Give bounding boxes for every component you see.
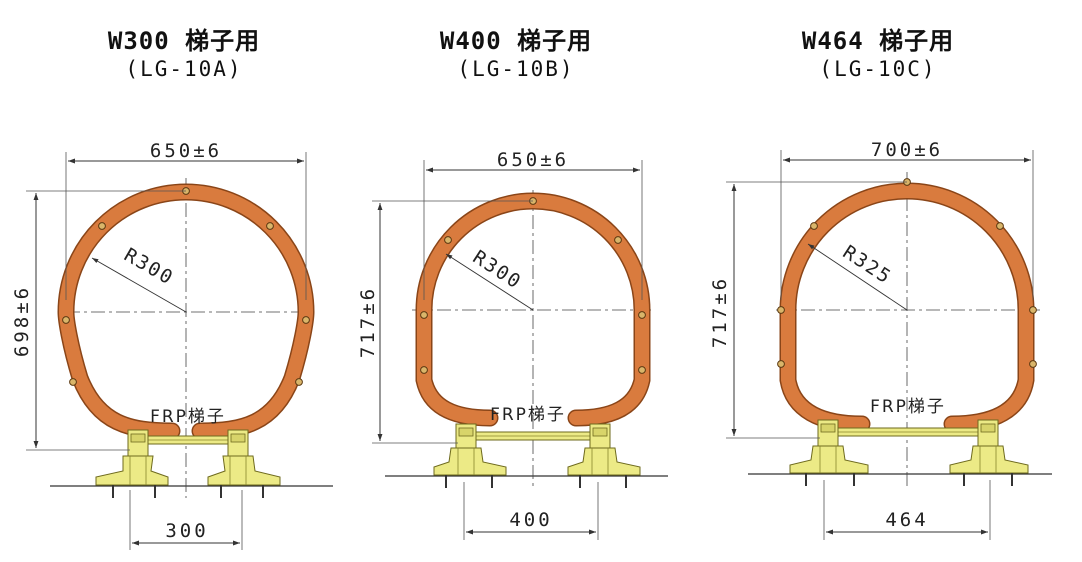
variant-headings: W300 梯子用 (LG-10A) W400 梯子用 (LG-10B) W464…	[0, 0, 1082, 100]
support-foot-left	[789, 419, 869, 486]
bolt-icon	[614, 236, 622, 244]
bolt-icon	[420, 366, 428, 374]
height-dimension-label: 698±6	[11, 285, 33, 357]
variant-heading-lg10b: W400 梯子用 (LG-10B)	[366, 26, 666, 82]
guard-frame	[781, 184, 1033, 431]
height-dimension-label: 717±6	[357, 286, 379, 358]
support-foot-left	[433, 423, 507, 488]
bolt-icon	[1029, 306, 1037, 314]
drawing-lg10b: 650±6 717±6 R300 FRP梯子 400	[357, 149, 668, 540]
variant-title: W464 梯子用	[801, 27, 955, 55]
variant-code: (LG-10C)	[819, 57, 937, 81]
bolt-icon	[266, 222, 274, 230]
variant-heading-lg10c: W464 梯子用 (LG-10C)	[728, 26, 1028, 82]
variant-title: W300 梯子用	[107, 27, 261, 55]
radius-leader	[807, 243, 908, 311]
drawing-lg10c: 700±6 717±6 R325 FRP梯子 464	[709, 139, 1052, 540]
width-dimension-label: 650±6	[150, 140, 222, 162]
bolt-icon	[996, 222, 1004, 230]
radius-label: R325	[839, 241, 896, 289]
support-foot-left	[95, 429, 169, 498]
bolt-icon	[69, 378, 77, 386]
frp-ladder-label: FRP梯子	[490, 405, 566, 425]
drawing-lg10a: 650±6 698±6 R300 FRP梯子 300	[11, 140, 333, 550]
bolt-icon	[420, 311, 428, 319]
spacing-dimension-label: 400	[509, 509, 552, 531]
radius-label: R300	[120, 244, 178, 290]
bolt-icon	[777, 360, 785, 368]
bolt-icon	[777, 306, 785, 314]
spacing-dimension-label: 300	[165, 520, 208, 542]
width-dimension-label: 650±6	[497, 149, 569, 171]
support-foot-right	[567, 423, 641, 488]
support-foot-right	[949, 419, 1029, 486]
spacing-dimension-label: 464	[885, 509, 928, 531]
bolt-icon	[62, 316, 70, 324]
bolt-icon	[444, 236, 452, 244]
variant-code: (LG-10A)	[125, 57, 243, 81]
bolt-icon	[810, 222, 818, 230]
bolt-icon	[295, 378, 303, 386]
bolt-icon	[98, 222, 106, 230]
frp-ladder-label: FRP梯子	[870, 397, 946, 417]
support-foot-right	[207, 429, 281, 498]
bolt-icon	[302, 316, 310, 324]
radius-leader	[91, 257, 187, 313]
width-dimension-label: 700±6	[871, 139, 943, 161]
frp-ladder-label: FRP梯子	[150, 407, 226, 427]
height-dimension-label: 717±6	[709, 276, 731, 348]
variant-title: W400 梯子用	[439, 27, 593, 55]
radius-leader	[445, 253, 534, 311]
bolt-icon	[1029, 360, 1037, 368]
bolt-icon	[638, 366, 646, 374]
variant-heading-lg10a: W300 梯子用 (LG-10A)	[34, 26, 334, 82]
bolt-icon	[638, 311, 646, 319]
variant-code: (LG-10B)	[457, 57, 575, 81]
